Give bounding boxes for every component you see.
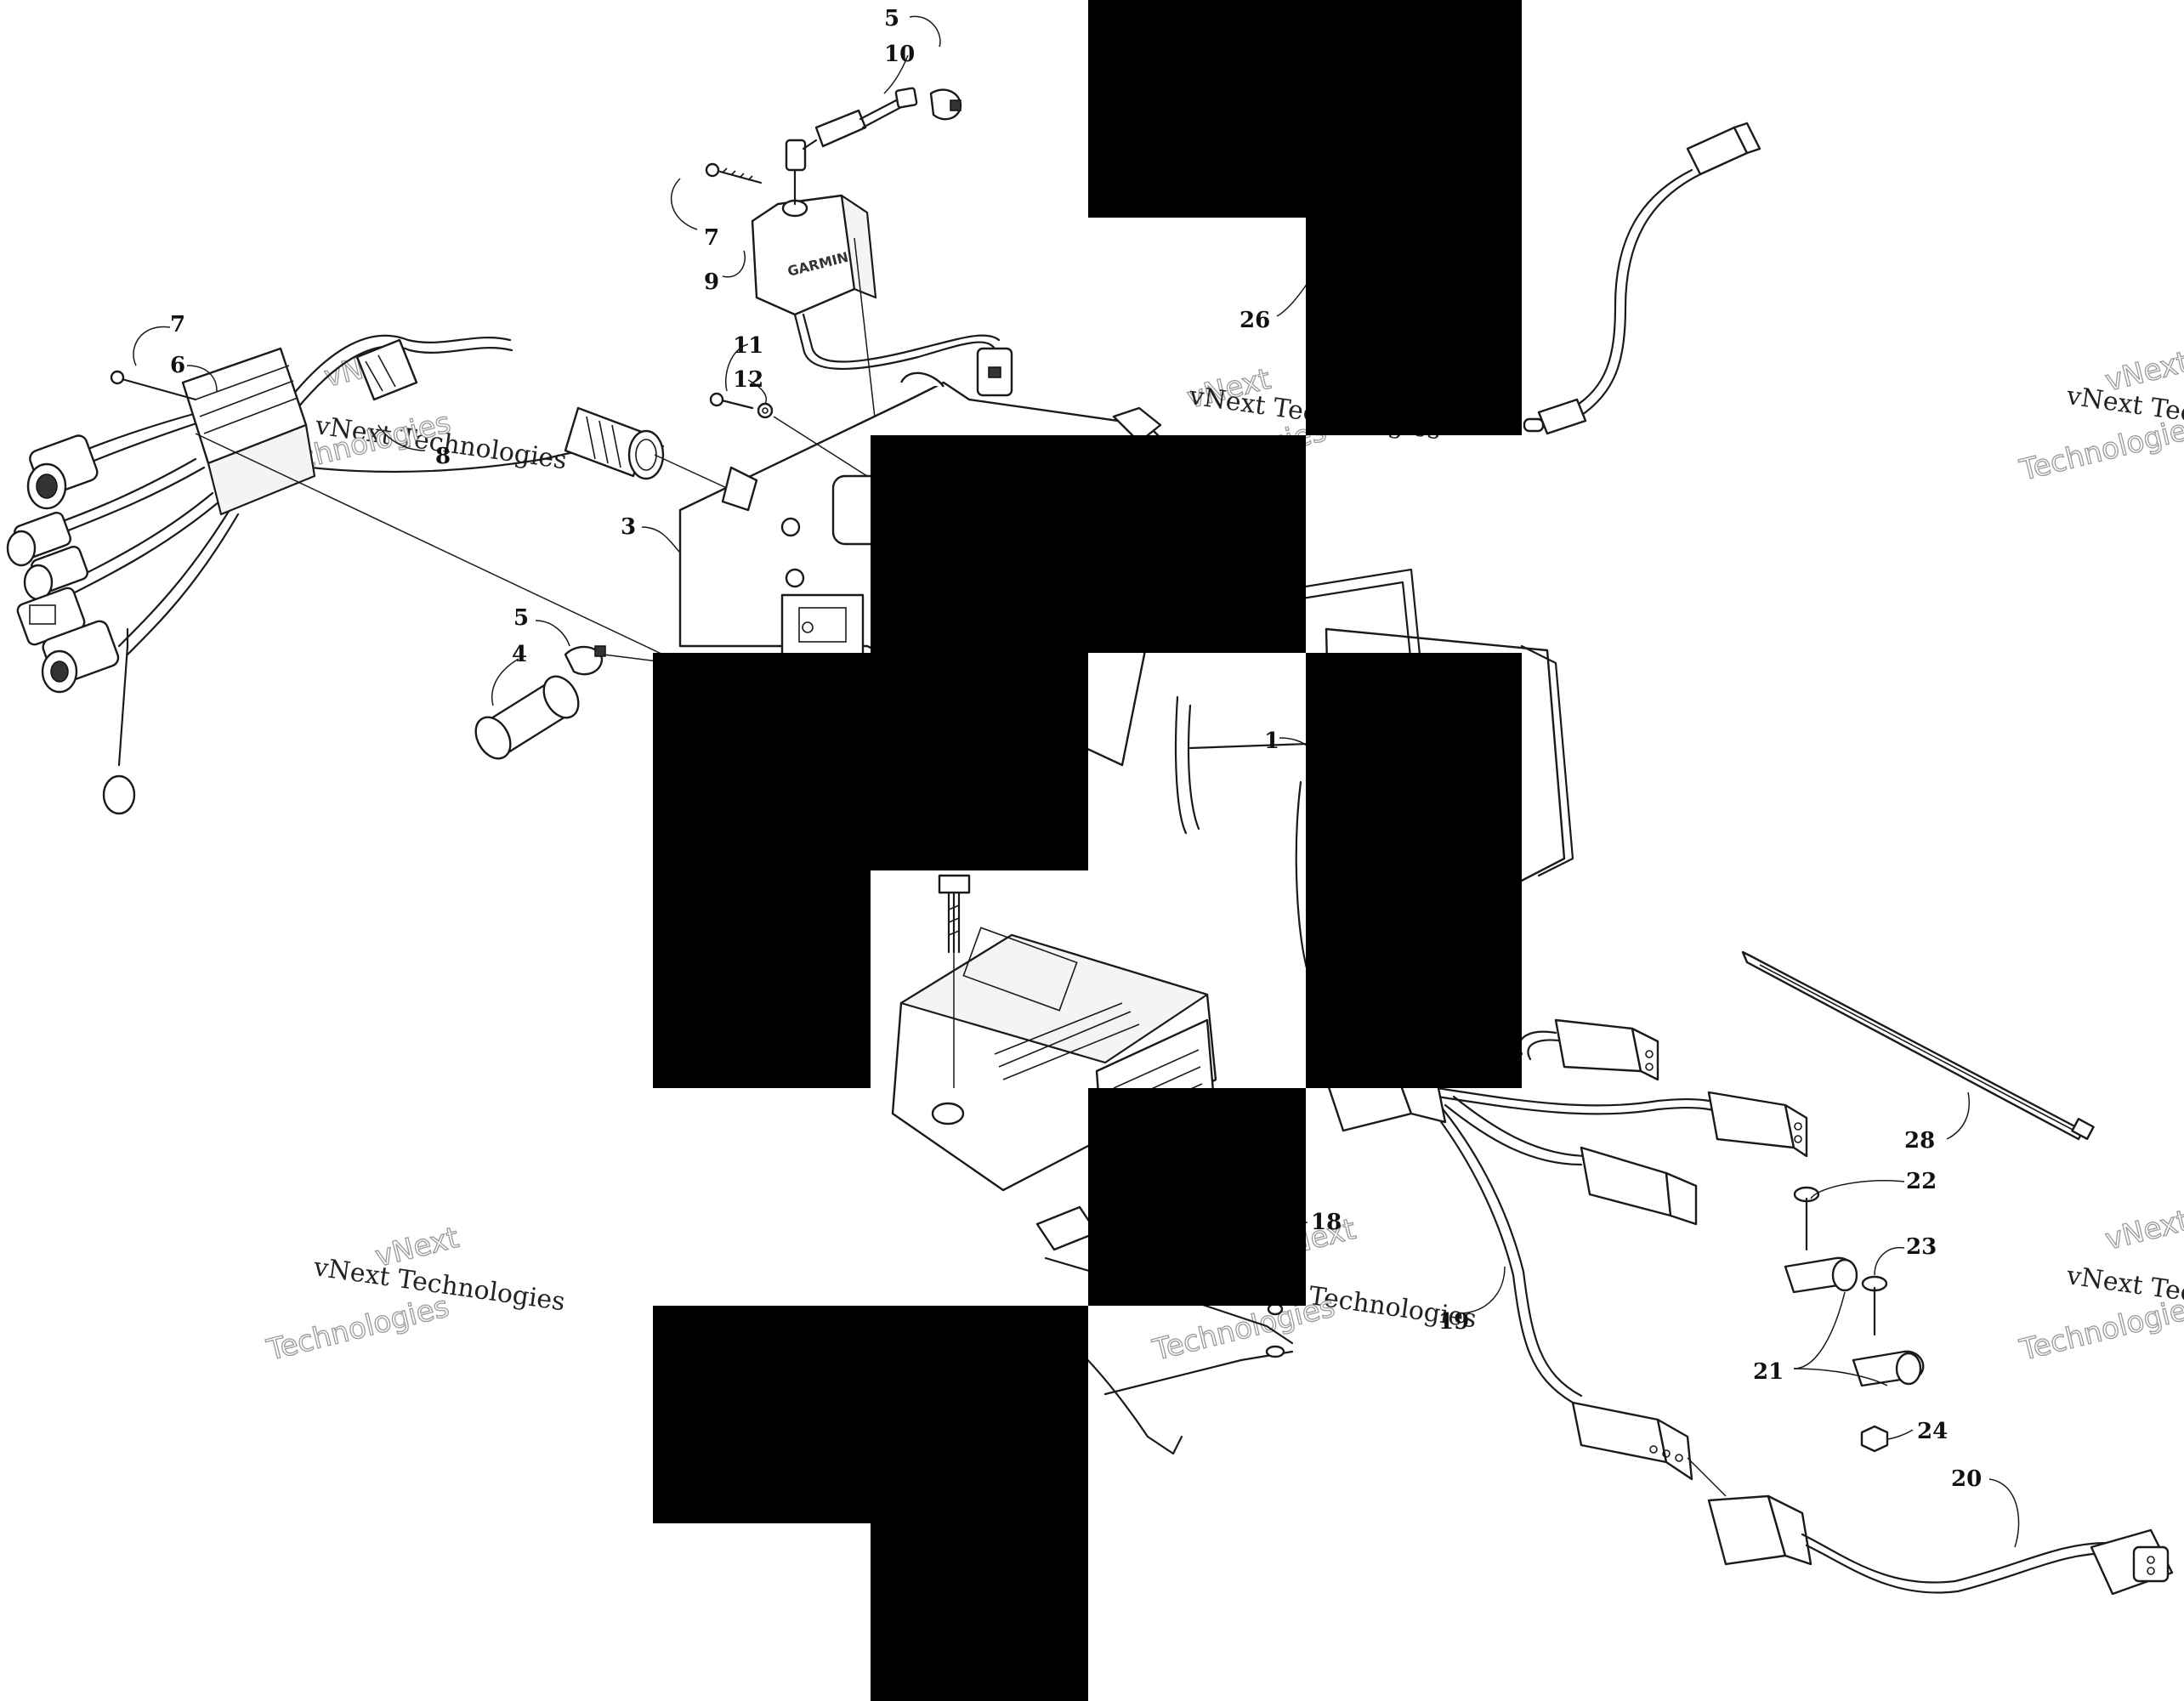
harness-plug	[355, 338, 418, 401]
watermark-left-bottom: vNext vNext Technologies Technologies	[263, 1220, 567, 1368]
callout-5: 5	[513, 605, 529, 631]
callout-3: 3	[621, 514, 636, 540]
cable-tie	[1741, 950, 2095, 1141]
callout-4: 4	[512, 642, 527, 667]
rubber-sleeve	[474, 645, 672, 760]
callout-11: 11	[733, 333, 763, 359]
extension-harness	[1707, 1494, 2174, 1596]
watermark-right-bottom: vNext vNext Technologies Technologies	[2016, 1203, 2184, 1368]
redaction-block	[871, 1523, 1088, 1701]
callout-8: 8	[435, 444, 451, 469]
wire-harness-left	[6, 334, 868, 815]
redaction-block	[1088, 1088, 1306, 1306]
callout-19: 19	[1438, 1309, 1469, 1335]
callout-18: 18	[1311, 1210, 1342, 1235]
redaction-block	[653, 653, 1088, 870]
connector-plug	[6, 511, 88, 601]
svg-text:Technologies: Technologies	[2017, 410, 2184, 488]
harness-connector	[1707, 1091, 1808, 1158]
svg-text:Technologies: Technologies	[2017, 1290, 2184, 1368]
harness-connector	[1571, 1401, 1693, 1481]
callout-21: 21	[1753, 1359, 1784, 1385]
callout-20: 20	[1951, 1466, 1982, 1492]
watermark-right-top: vNext vNext Technologies Technologies	[2016, 344, 2184, 488]
callout-23: 23	[1906, 1234, 1937, 1260]
harness-connector	[1554, 1018, 1659, 1081]
redaction-block	[871, 435, 1306, 653]
callout-leaders	[133, 15, 2020, 1548]
harness-connector	[1580, 1146, 1698, 1226]
callout-labels: 5 10 7 9 26 7 6 8 11 12 3 5 4 1 28 22 23…	[170, 6, 1982, 1492]
redaction-block	[653, 1306, 1088, 1523]
round-connector	[564, 406, 665, 480]
redaction-block	[1306, 653, 1522, 1088]
hardware-fasteners	[1784, 1186, 1925, 1453]
callout-7: 7	[170, 312, 185, 337]
wire-harness-right	[1325, 1018, 1808, 1497]
svg-text:vNext: vNext	[2102, 1204, 2184, 1257]
redaction-block	[653, 870, 871, 1088]
callout-12: 12	[733, 367, 763, 393]
callout-6: 6	[170, 353, 185, 378]
svg-text:Technologies: Technologies	[264, 1290, 453, 1368]
callout-5: 5	[884, 6, 899, 31]
callout-26: 26	[1239, 308, 1270, 333]
redaction-block	[1088, 0, 1522, 218]
callout-24: 24	[1917, 1419, 1948, 1444]
callout-28: 28	[1904, 1128, 1935, 1154]
connector-plug	[41, 620, 120, 694]
callout-22: 22	[1906, 1169, 1937, 1194]
redaction-blocks	[653, 0, 1522, 1701]
gps-receiver: GARMIN	[705, 87, 1013, 426]
callout-7: 7	[704, 225, 719, 251]
usb-cable	[1308, 122, 1761, 435]
harness-connector	[2090, 1528, 2174, 1596]
callout-9: 9	[704, 269, 719, 295]
redaction-block	[1306, 218, 1522, 435]
callout-1: 1	[1264, 729, 1279, 754]
connector-plug	[26, 434, 99, 510]
callout-10: 10	[884, 42, 915, 67]
